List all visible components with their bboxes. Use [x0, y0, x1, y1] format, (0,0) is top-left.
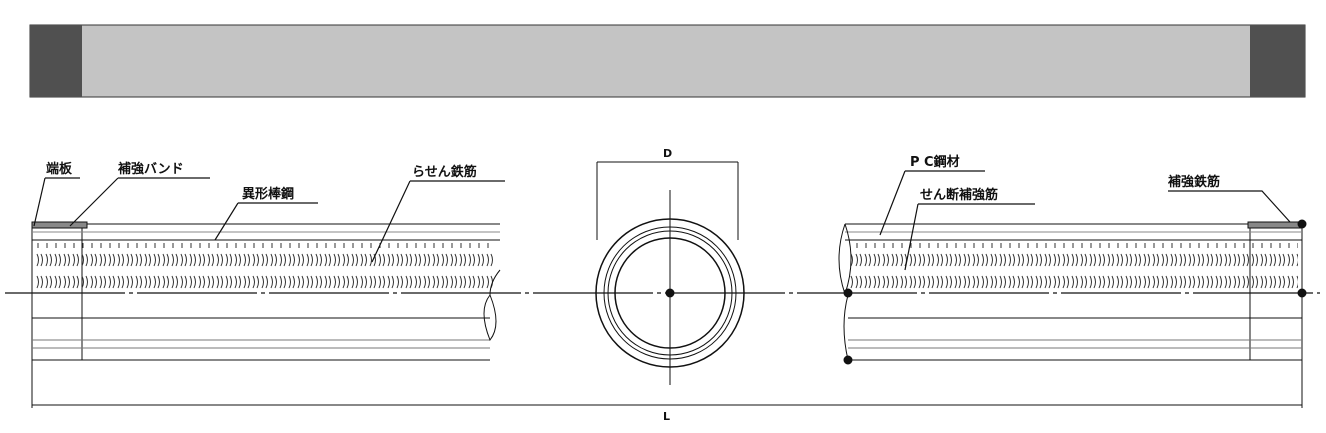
right-pile-section	[838, 219, 1307, 365]
label-length: L	[663, 410, 670, 423]
label-pc-steel: P C鋼材	[910, 154, 960, 170]
label-reinforcing-band: 補強バンド	[117, 161, 184, 177]
label-spiral-rebar: らせん鉄筋	[412, 164, 477, 180]
label-shear-reinforcement: せん断補強筋	[920, 187, 998, 203]
label-reinforcing-rebar: 補強鉄筋	[1167, 174, 1220, 190]
bar-right-end	[1250, 25, 1305, 97]
reinforcing-rebar-right	[1247, 221, 1303, 229]
reinforcing-band-left	[31, 221, 88, 229]
label-end-plate: 端板	[46, 161, 73, 177]
bar-left-end	[30, 25, 82, 97]
pile-elevation-bar	[29, 24, 1306, 98]
label-deformed-bar: 異形棒鋼	[242, 186, 294, 202]
length-dimension	[31, 360, 1303, 408]
cross-section	[595, 161, 745, 385]
left-pile-section	[31, 221, 501, 361]
label-diameter: D	[663, 147, 672, 160]
